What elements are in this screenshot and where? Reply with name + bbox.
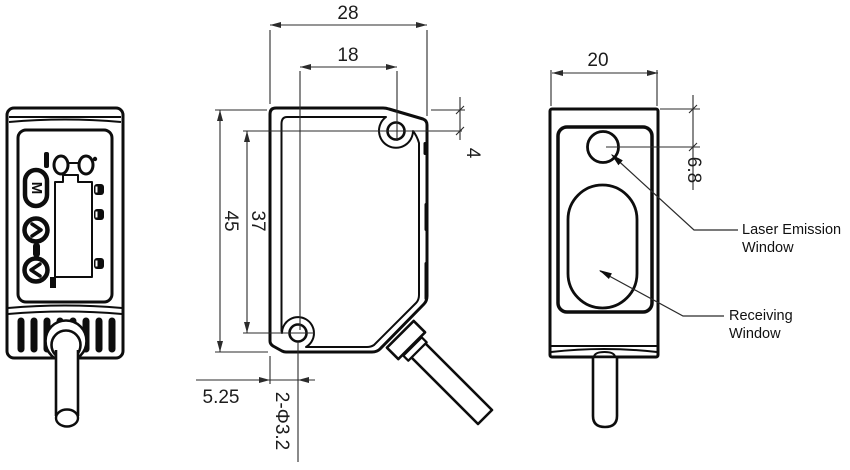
dim-hole-spacing-vertical: 37: [247, 210, 268, 231]
side-edge-marks: [423, 142, 429, 300]
dim-front-width: 20: [587, 50, 608, 71]
view-optical-face: [548, 107, 660, 429]
label-laser-window-line2: Window: [742, 240, 794, 256]
label-receiving-window-line2: Window: [729, 326, 781, 342]
cable-gland: [44, 319, 88, 357]
side-cable: [385, 319, 494, 426]
side-inner-contour: [280, 116, 420, 348]
dim-mounting-holes-spec: 2-Φ3.2: [271, 392, 292, 450]
dimension-arrows: [217, 22, 658, 383]
dim-overall-width: 28: [337, 3, 358, 24]
display-window-outline: [54, 174, 93, 278]
adjust-button-down: [22, 256, 50, 284]
view-side-profile: [268, 106, 494, 426]
left-top-band-arc: [8, 118, 122, 123]
leader-arrow-receiving: [599, 270, 612, 279]
label-receiving-window-line1: Receiving: [729, 308, 793, 324]
mode-button: [22, 167, 50, 209]
dim-hole-top-offset: 4: [462, 148, 483, 159]
dimension-lines: [196, 24, 700, 462]
adjust-button-up: [22, 216, 50, 244]
display-tab-mark: [50, 277, 56, 288]
leader-lines: [599, 154, 738, 317]
indicator-bar-icon: [44, 152, 49, 168]
left-cable: [54, 350, 80, 428]
indicator-oval-right-icon: [77, 154, 95, 176]
front-band-arc: [550, 348, 658, 353]
cable-bump: [593, 351, 616, 357]
separator-arc-1: [7, 304, 123, 309]
dim-laser-window-offset: 6.8: [683, 157, 704, 183]
view-left-panel: M: [5, 106, 125, 428]
side-body-outline: [268, 106, 429, 354]
separator-arc-2: [7, 310, 123, 315]
indicator-dot-icon: [92, 156, 98, 162]
front-cable: [591, 351, 619, 429]
led-indicators: [94, 184, 104, 269]
dim-hole-spacing-horizontal: 18: [337, 45, 358, 66]
mode-button-label: M: [28, 182, 45, 195]
dim-hole-left-offset: 5.25: [203, 387, 240, 408]
dim-overall-height: 45: [220, 210, 241, 231]
chevron-right-icon: [30, 222, 43, 238]
label-laser-window-line1: Laser Emission: [742, 222, 841, 238]
button-link-bar: [33, 243, 40, 257]
receiving-window: [566, 183, 639, 310]
indicator-oval-left-icon: [52, 154, 70, 176]
chevron-left-icon: [29, 262, 42, 278]
leader-arrow-laser: [611, 154, 623, 166]
